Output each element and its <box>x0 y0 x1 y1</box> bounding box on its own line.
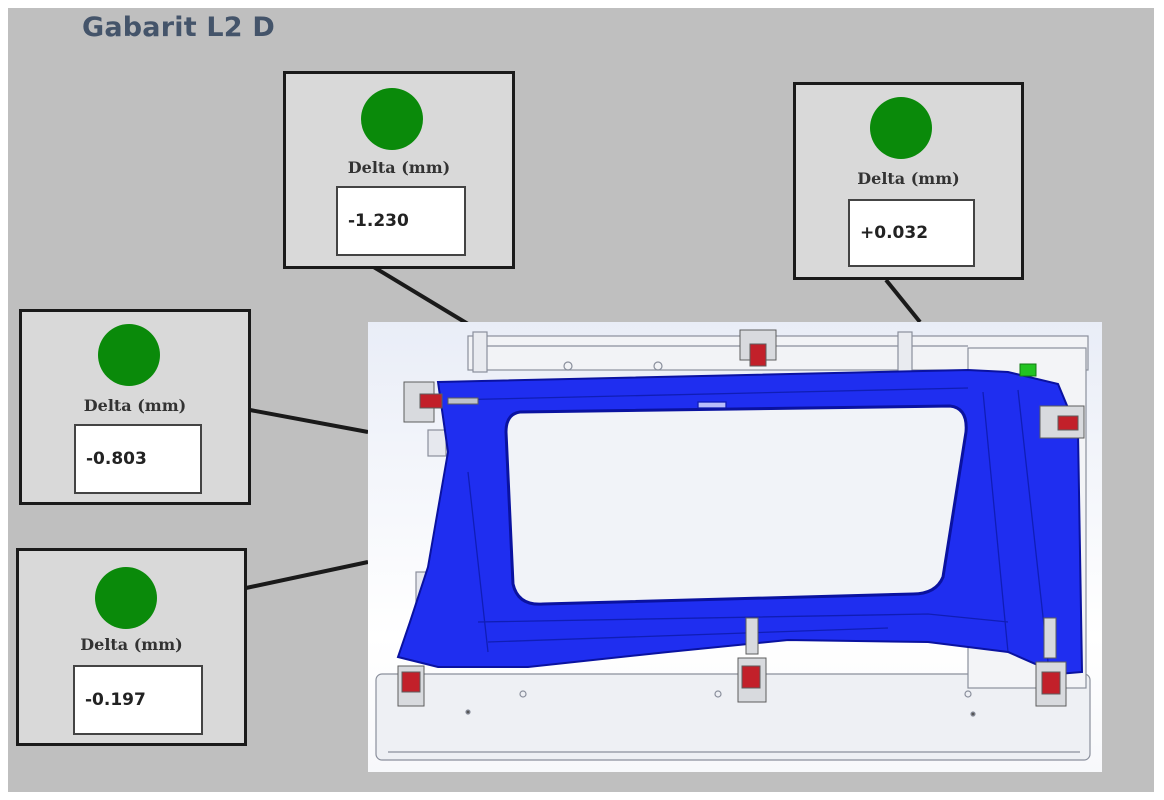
status-indicator <box>98 324 160 386</box>
clamp-left-top <box>403 381 479 423</box>
delta-label: Delta (mm) <box>83 396 187 415</box>
clamp-right-bottom <box>1035 617 1067 707</box>
clamp-left-bottom <box>397 665 425 707</box>
delta-label: Delta (mm) <box>347 158 451 177</box>
delta-value: -1.230 <box>336 186 466 256</box>
delta-label: Delta (mm) <box>857 169 960 188</box>
delta-value: -0.197 <box>73 665 203 735</box>
status-indicator <box>870 97 932 159</box>
part-window <box>504 404 968 606</box>
measurement-panel-left-lower: Delta (mm) -0.197 <box>16 548 247 746</box>
page-title: Gabarit L2 D <box>82 12 276 43</box>
status-indicator <box>361 88 423 150</box>
clamp-right-top <box>1039 405 1085 439</box>
delta-value: -0.803 <box>74 424 202 494</box>
cad-viewport[interactable] <box>368 322 1102 772</box>
delta-label: Delta (mm) <box>80 635 183 654</box>
measurement-panel-top-center: Delta (mm) -1.230 <box>283 71 515 269</box>
fixture-drawing <box>375 329 1091 761</box>
clamp-top-mid <box>739 329 777 367</box>
measurement-panel-left-upper: Delta (mm) -0.803 <box>19 309 251 505</box>
measurement-panel-top-right: Delta (mm) +0.032 <box>793 82 1024 280</box>
clamp-bottom-mid <box>737 617 767 703</box>
status-indicator <box>95 567 157 629</box>
clamp-group <box>397 329 1085 707</box>
delta-value: +0.032 <box>848 199 975 267</box>
